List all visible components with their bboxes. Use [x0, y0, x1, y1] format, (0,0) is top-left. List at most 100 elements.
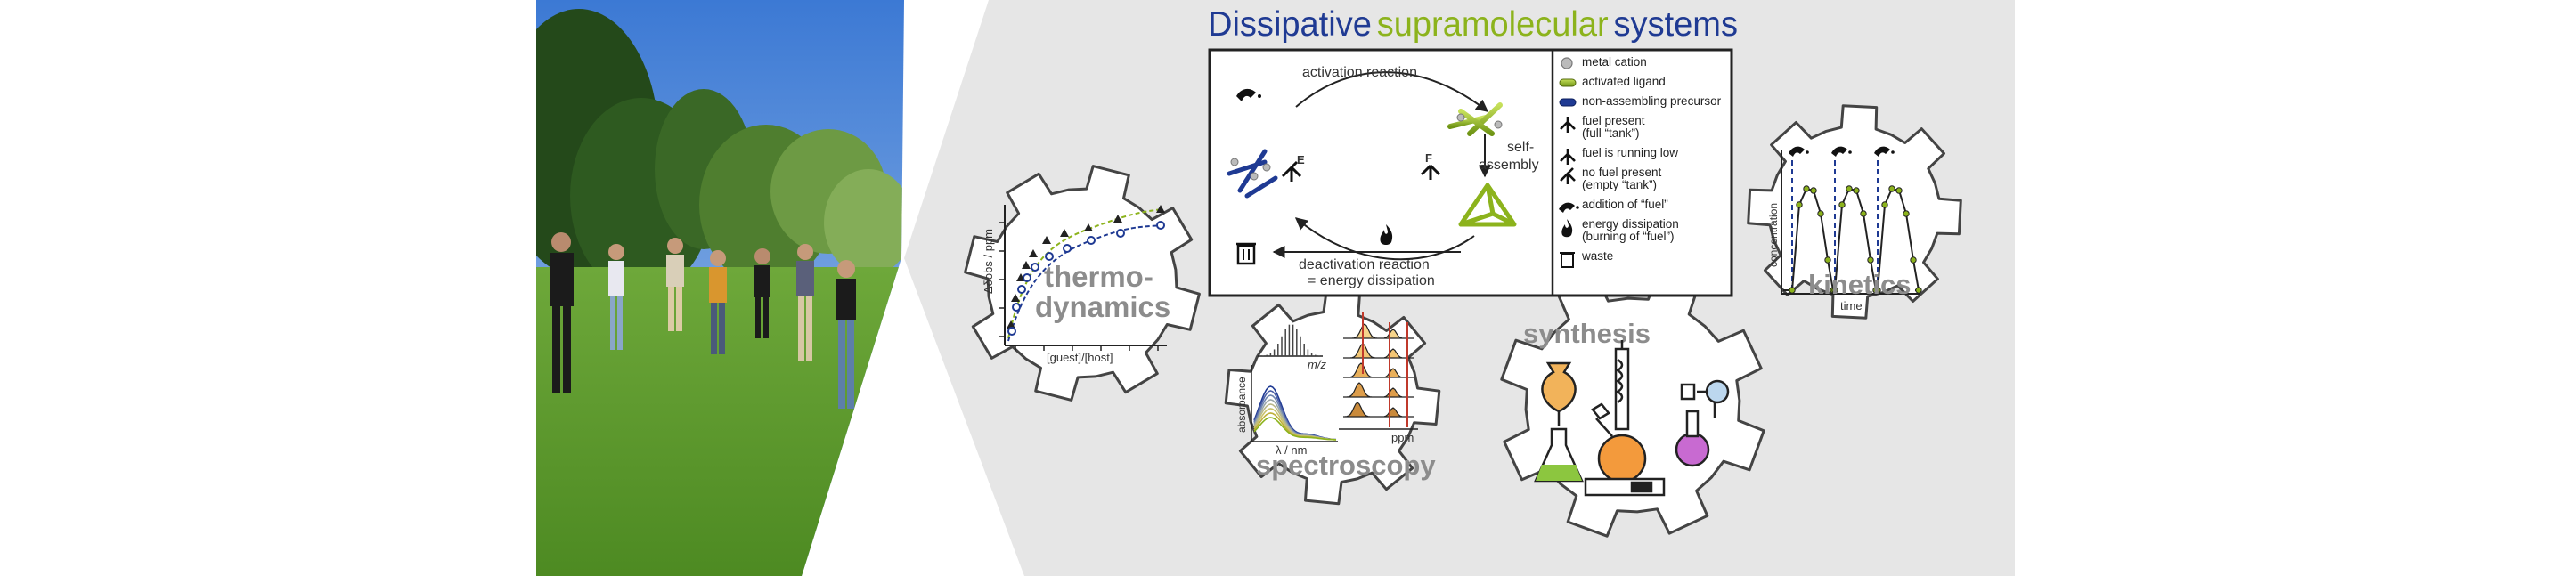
legend-item: activated ligand — [1559, 75, 1666, 88]
precursor-icon — [1559, 98, 1577, 107]
trash-icon — [1560, 252, 1575, 268]
figure-title: Dissipativesupramolecularsystems — [1208, 5, 1738, 44]
round-flask-icon — [1675, 379, 1730, 467]
legend-item: non-assembling precursor — [1559, 94, 1722, 108]
legend-label: energy dissipation — [1582, 217, 1679, 231]
thermo-triangle-point — [1156, 205, 1165, 213]
thermo-circle-point — [1116, 229, 1125, 238]
gear-thermodynamics — [964, 165, 1201, 402]
thermo-label-1: thermo- — [1044, 260, 1153, 293]
kinetics-point — [1803, 185, 1810, 192]
title-word-dissipative: Dissipative — [1208, 5, 1372, 44]
legend: metal cation activated ligand non-assembli… — [1559, 55, 1722, 268]
title-word-supramolecular: supramolecular — [1377, 5, 1609, 44]
uv-ylabel: absorbance — [1235, 377, 1248, 433]
separatory-funnel-icon — [1541, 361, 1577, 426]
thermo-circle-point — [1017, 285, 1026, 294]
legend-item: fuel present(full “tank”) — [1560, 114, 1645, 140]
kinetics-point — [1810, 187, 1817, 194]
nmr-trace — [1343, 343, 1414, 359]
ms-spectrum: m/z — [1258, 324, 1326, 371]
fuel-low-icon — [1560, 149, 1576, 165]
nmr-trace — [1342, 402, 1414, 418]
erlenmeyer-flask-icon — [1534, 427, 1584, 483]
fuel-addition-icon — [1789, 146, 1809, 157]
nmr-trace — [1343, 382, 1414, 398]
thermo-circle-point — [1023, 273, 1031, 282]
thermo-triangle-point — [1011, 294, 1020, 302]
fuel-addition-icon — [1236, 88, 1261, 101]
kinetics-point — [1903, 210, 1910, 217]
ms-xlabel: m/z — [1308, 358, 1326, 371]
metal-cation-icon — [1561, 57, 1573, 69]
legend-item: metal cation — [1561, 55, 1647, 69]
legend-item: waste — [1560, 249, 1613, 268]
thermo-plot: [guest]/[host] Δδobs / ppm thermo- dynam… — [982, 205, 1170, 364]
legend-label: fuel present — [1582, 114, 1645, 127]
thermo-circle-point — [1087, 236, 1096, 245]
kinetics-point — [1867, 256, 1874, 264]
fuel-addition-icon — [1874, 146, 1895, 157]
uv-xlabel: λ / nm — [1276, 443, 1307, 457]
fuel-addition-icon — [1559, 202, 1579, 213]
synthesis-label: synthesis — [1523, 318, 1651, 349]
legend-label: non-assembling precursor — [1582, 94, 1722, 108]
thermo-circle-point — [1045, 252, 1054, 261]
flame-icon — [1561, 219, 1573, 238]
kinetics-xlabel: time — [1840, 299, 1863, 312]
synthesis-glassware: synthesis — [1523, 318, 1730, 497]
deactivation-label-1: deactivation reaction — [1299, 257, 1430, 272]
gear-kinetics — [1747, 104, 1962, 320]
nmr-spectra: ppm — [1339, 312, 1418, 444]
kinetics-point — [1838, 201, 1846, 208]
precursor-and-cations — [1227, 149, 1278, 199]
gear-spectroscopy — [1224, 288, 1441, 506]
kinetics-plot: concentration time kinetics — [1767, 146, 1922, 312]
legend-label-line2: (burning of “fuel”) — [1582, 230, 1675, 243]
spectroscopy-plots: m/z absorbance λ / nm ppm spectroscopy — [1235, 312, 1436, 481]
kinetics-ylabel: concentration — [1767, 203, 1780, 267]
self-assembly-label-1: self- — [1507, 140, 1534, 155]
legend-label: addition of “fuel” — [1582, 198, 1668, 211]
thermo-circle-point — [1031, 263, 1039, 272]
activation-arrow — [1295, 71, 1489, 112]
gear-kin-shape — [1747, 104, 1962, 320]
legend-label: activated ligand — [1582, 75, 1666, 88]
kinetics-point — [1881, 201, 1888, 208]
flame-icon — [1380, 224, 1393, 245]
thermo-circle-point — [1007, 327, 1016, 336]
nmr-xlabel: ppm — [1391, 431, 1414, 444]
kinetics-point — [1789, 287, 1796, 294]
spectroscopy-label: spectroscopy — [1256, 450, 1436, 481]
thermo-triangle-point — [1060, 229, 1069, 237]
fuel-letter: F — [1425, 151, 1432, 165]
thermo-circle-point — [1063, 244, 1072, 253]
kinetics-point — [1831, 287, 1838, 294]
fuel-empty-icon — [1560, 167, 1576, 184]
kinetics-point — [1915, 287, 1922, 294]
kinetics-point — [1846, 185, 1853, 192]
activated-ligand-icon — [1559, 78, 1577, 87]
legend-label: waste — [1581, 249, 1613, 263]
legend-label: fuel is running low — [1582, 146, 1678, 159]
legend-item: addition of “fuel” — [1559, 198, 1668, 213]
kinetics-point — [1874, 287, 1881, 294]
kinetics-label: kinetics — [1808, 269, 1911, 300]
fuel-full-icon: F — [1420, 151, 1441, 180]
legend-label: metal cation — [1582, 55, 1647, 69]
thermo-triangle-point — [1029, 249, 1038, 257]
activated-ligands — [1447, 102, 1503, 136]
kinetics-point — [1895, 187, 1903, 194]
deactivation-arrow — [1294, 217, 1475, 261]
thermo-triangle-point — [1042, 236, 1051, 244]
nmr-trace — [1343, 362, 1414, 378]
tetrahedral-cage-icon — [1458, 183, 1517, 227]
legend-item: energy dissipation(burning of “fuel”) — [1561, 217, 1679, 243]
kinetics-point — [1860, 210, 1867, 217]
uv-trace — [1253, 417, 1337, 441]
thermo-ylabel: Δδobs / ppm — [982, 229, 995, 294]
fuel-empty-icon: E — [1281, 153, 1305, 182]
thermo-label-2: dynamics — [1035, 290, 1170, 323]
fuel-full-icon — [1560, 117, 1576, 133]
